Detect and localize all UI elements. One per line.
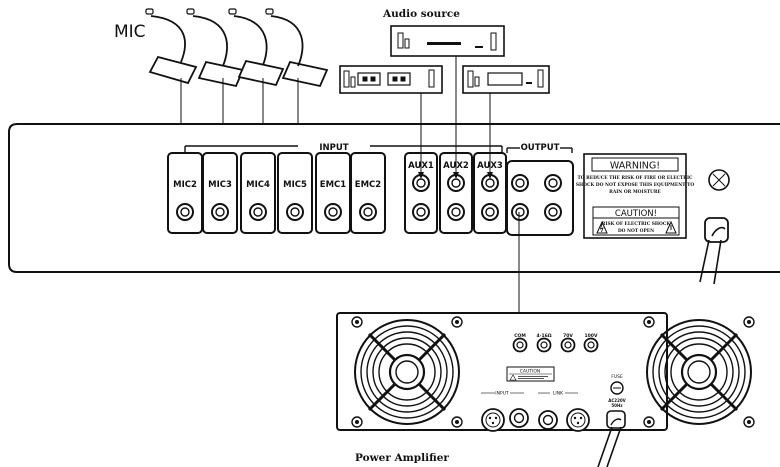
caution-text-line1: RISK OF ELECTRIC SHOCK xyxy=(602,222,671,227)
aux-input-jack xyxy=(412,203,430,221)
mounting-screw-icon xyxy=(351,316,363,328)
terminal-label: 4-16Ω xyxy=(536,333,551,339)
amp-caution-label: CAUTION xyxy=(506,366,555,382)
amp-link-label: LINK xyxy=(553,391,564,397)
speaker-terminal: 4-16Ω xyxy=(536,333,552,353)
mounting-screw-icon xyxy=(451,416,463,428)
mic-input-channels: MIC2 MIC3 MIC4 MIC5 EMC1 EMC2 xyxy=(167,152,386,234)
channel-label: MIC5 xyxy=(283,180,307,190)
ac-rating-line1: AC220V xyxy=(608,398,626,403)
amp-xlr-input xyxy=(481,408,505,432)
output-section-label: OUTPUT xyxy=(521,143,560,153)
mic-label: MIC xyxy=(114,22,146,42)
channel-input-jack xyxy=(249,203,267,221)
warning-plate: WARNING! TO REDUCE THE RISK OF FIRE OR E… xyxy=(576,153,695,239)
channel-input-jack xyxy=(359,203,377,221)
input-channel-mic3: MIC3 xyxy=(202,152,238,234)
channel-label: MIC3 xyxy=(208,180,232,190)
mounting-screw-icon xyxy=(451,316,463,328)
speaker-terminal: 100V xyxy=(583,333,599,353)
output-jack xyxy=(511,203,529,221)
amp-jack-input xyxy=(509,408,529,428)
speaker-terminal: 70V xyxy=(560,333,576,353)
warning-text-line3: RAIN OR MOISTURE xyxy=(609,190,661,195)
terminal-label: COM xyxy=(514,333,526,339)
input-channel-mic4: MIC4 xyxy=(240,152,276,234)
speaker-terminals: COM 4-16Ω 70V 100V xyxy=(512,333,599,353)
channel-input-jack xyxy=(176,203,194,221)
mounting-screw-icon xyxy=(643,316,655,328)
amp-power-cord xyxy=(597,410,626,467)
amplifier-fans xyxy=(351,316,755,428)
channel-label: EMC2 xyxy=(355,180,382,190)
ac-rating-line2: 50Hz xyxy=(611,403,623,408)
mounting-screw-icon xyxy=(643,416,655,428)
power-amplifier-label: Power Amplifier xyxy=(355,452,449,464)
output-jacks xyxy=(506,160,574,236)
mounting-screw-icon xyxy=(743,316,755,328)
aux-input-jack xyxy=(447,203,465,221)
warning-text-line1: TO REDUCE THE RISK OF FIRE OR ELECTRIC xyxy=(577,176,693,181)
mounting-screw-icon xyxy=(743,416,755,428)
input-channel-emc1: EMC1 xyxy=(315,152,351,234)
warning-title: WARNING! xyxy=(610,161,660,172)
microphones xyxy=(145,8,329,208)
cooling-fan-icon xyxy=(643,316,755,428)
aux-input-jack xyxy=(481,203,499,221)
output-jack xyxy=(511,174,529,192)
amp-caution-title: CAUTION xyxy=(520,369,541,375)
audio-source-tuner xyxy=(462,65,550,94)
audio-source-cassette-deck xyxy=(339,65,443,94)
speaker-terminal: COM xyxy=(512,333,528,353)
ground-screw-icon xyxy=(708,169,730,191)
output-bracket xyxy=(506,147,573,153)
output-jack xyxy=(544,203,562,221)
channel-input-jack xyxy=(211,203,229,221)
caution-text-line2: DO NOT OPEN xyxy=(618,229,654,234)
channel-input-jack xyxy=(324,203,342,221)
mounting-screw-icon xyxy=(351,416,363,428)
fuse-label: FUSE xyxy=(611,374,623,380)
fuse-holder-icon xyxy=(610,381,624,395)
caution-title: CAUTION! xyxy=(615,209,657,219)
terminal-label: 70V xyxy=(563,333,573,339)
cooling-fan-icon xyxy=(351,316,463,428)
channel-input-jack xyxy=(286,203,304,221)
output-jack xyxy=(544,174,562,192)
amp-input-label: INPUT xyxy=(495,391,509,397)
amp-xlr-link xyxy=(566,408,590,432)
warning-text-line2: SHOCK DO NOT EXPOSE THIS EQUIPMENT TO xyxy=(576,183,695,188)
amp-jack-link xyxy=(538,410,558,430)
input-bracket xyxy=(184,145,503,153)
mixer-power-cord xyxy=(699,217,729,285)
terminal-label: 100V xyxy=(585,333,598,339)
input-channel-mic2: MIC2 xyxy=(167,152,203,234)
aux-input-jack xyxy=(447,174,465,192)
input-section-label: INPUT xyxy=(319,143,348,153)
input-channel-mic5: MIC5 xyxy=(277,152,313,234)
shock-warning-icon xyxy=(596,220,608,234)
audio-source-label: Audio source xyxy=(382,8,460,20)
input-channel-emc2: EMC2 xyxy=(350,152,386,234)
channel-label: MIC2 xyxy=(173,180,197,190)
audio-source-cd-player xyxy=(390,25,505,57)
aux-channel-aux2: AUX2 xyxy=(439,152,473,234)
channel-label: EMC1 xyxy=(320,180,347,190)
channel-label: MIC4 xyxy=(246,180,270,190)
